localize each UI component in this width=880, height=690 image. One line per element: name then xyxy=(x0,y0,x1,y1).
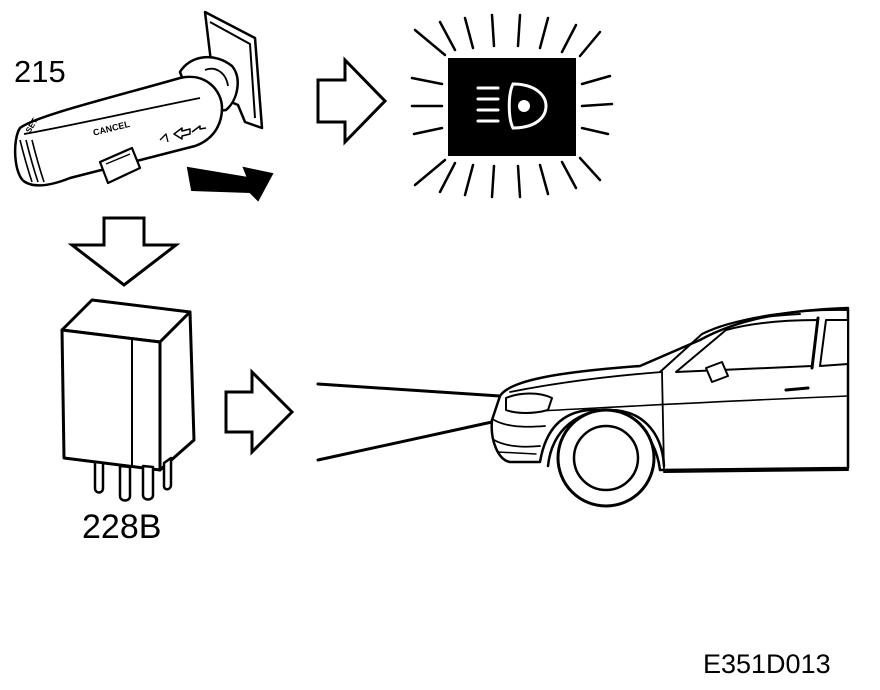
flow-arrow-down xyxy=(67,216,181,287)
car xyxy=(490,306,850,508)
headlamp-warning-icon xyxy=(410,13,614,199)
pull-direction-arrow xyxy=(186,166,274,202)
figure-code-label: E351D013 xyxy=(703,649,831,679)
flow-arrow-right-top xyxy=(316,56,388,146)
switch-number-label: 215 xyxy=(14,54,66,89)
flow-arrow-right-bottom xyxy=(224,368,295,456)
stalk-switch xyxy=(13,10,264,187)
light-beam xyxy=(316,382,502,462)
relay xyxy=(60,298,196,502)
relay-number-label: 228B xyxy=(82,508,162,546)
